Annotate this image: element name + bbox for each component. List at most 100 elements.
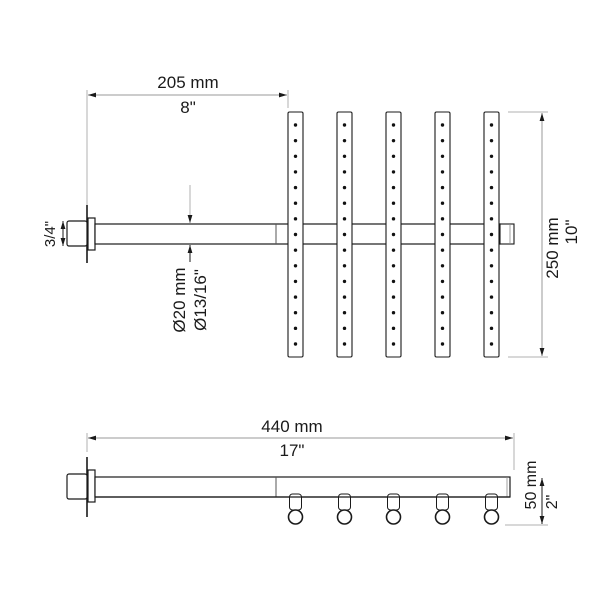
dimension-205mm: 205 mm 8"	[86, 73, 289, 210]
spray-hole	[391, 154, 396, 158]
arm-pipe-top	[94, 223, 515, 245]
dimension-50mm: 50 mm 2"	[505, 461, 561, 526]
spray-hole	[293, 154, 298, 158]
spray-hole	[293, 248, 298, 252]
spray-hole	[489, 154, 494, 158]
spray-hole	[342, 170, 347, 174]
dimension-diameter: Ø20 mm Ø13/16"	[170, 185, 210, 333]
spray-hole	[440, 248, 445, 252]
spray-hole	[440, 295, 445, 299]
spray-hole	[293, 170, 298, 174]
spray-hole	[440, 123, 445, 127]
spray-hole	[391, 279, 396, 284]
spray-hole	[489, 326, 494, 331]
spray-hole	[293, 138, 298, 143]
spray-hole	[489, 123, 494, 127]
spray-hole	[293, 201, 298, 205]
spray-bar	[483, 111, 500, 358]
spray-hole	[391, 342, 396, 346]
spray-hole	[293, 123, 298, 127]
spray-hole	[342, 295, 347, 299]
arm-pipe-side	[94, 476, 511, 498]
spray-hole	[440, 232, 445, 237]
spray-hole	[440, 154, 445, 158]
spray-hole	[391, 264, 396, 268]
spray-hole	[342, 232, 347, 237]
spray-hole	[342, 185, 347, 190]
dim-10-in-label: 10"	[562, 220, 581, 245]
side-view: 440 mm 17" 50 mm 2"	[66, 417, 561, 526]
spray-hole	[342, 342, 347, 346]
spray-hole	[391, 248, 396, 252]
spray-hole	[489, 201, 494, 205]
nozzle	[483, 493, 500, 525]
spray-hole	[440, 201, 445, 205]
spray-bars	[287, 111, 500, 358]
dim-205-mm-label: 205 mm	[157, 73, 218, 92]
dim-250-mm-label: 250 mm	[543, 217, 562, 278]
spray-hole	[342, 279, 347, 284]
spray-hole	[342, 264, 347, 268]
spray-hole	[391, 138, 396, 143]
dim-2-in-label: 2"	[544, 495, 561, 510]
spray-bar	[434, 111, 451, 358]
spray-hole	[293, 279, 298, 284]
spray-hole	[342, 326, 347, 331]
spray-hole	[440, 185, 445, 190]
spray-hole	[489, 217, 494, 221]
spray-hole	[440, 264, 445, 268]
spray-hole	[489, 279, 494, 284]
spray-hole	[293, 295, 298, 299]
nozzle	[336, 493, 353, 525]
spray-hole	[489, 264, 494, 268]
spray-hole	[440, 138, 445, 143]
wall-mount-side	[66, 457, 96, 517]
spray-hole	[293, 232, 298, 237]
spray-hole	[342, 311, 347, 315]
dim-3-4-in-label: 3/4"	[42, 221, 59, 247]
spray-hole	[293, 311, 298, 315]
dim-440-mm-label: 440 mm	[261, 417, 322, 436]
spray-hole	[489, 311, 494, 315]
top-view: 205 mm 8" 3/4"	[42, 73, 581, 358]
spray-bar	[287, 111, 304, 358]
spray-hole	[391, 295, 396, 299]
dimension-440mm: 440 mm 17"	[86, 417, 515, 470]
spray-hole	[391, 123, 396, 127]
spray-hole	[391, 232, 396, 237]
dimension-3-4-in: 3/4"	[42, 221, 66, 247]
spray-hole	[342, 138, 347, 143]
spray-hole	[489, 170, 494, 174]
spray-hole	[342, 154, 347, 158]
spray-hole	[391, 311, 396, 315]
spray-hole	[293, 264, 298, 268]
spray-hole	[489, 295, 494, 299]
spray-hole	[391, 217, 396, 221]
spray-hole	[342, 248, 347, 252]
spray-hole	[293, 342, 298, 346]
spray-hole	[391, 170, 396, 174]
wall-mount-top	[66, 205, 96, 263]
spray-hole	[342, 217, 347, 221]
nozzle	[385, 493, 402, 525]
dimension-250mm: 250 mm 10"	[508, 111, 581, 358]
spray-hole	[293, 326, 298, 331]
nozzles	[95, 493, 510, 525]
spray-hole	[489, 342, 494, 346]
nozzle	[434, 493, 451, 525]
dim-17-in-label: 17"	[280, 441, 305, 460]
spray-bar	[385, 111, 402, 358]
dim-8-in-label: 8"	[180, 98, 196, 117]
spray-hole	[440, 217, 445, 221]
spray-hole	[391, 326, 396, 331]
spray-hole	[342, 123, 347, 127]
spray-hole	[293, 217, 298, 221]
spray-bar	[336, 111, 353, 358]
spray-hole	[391, 201, 396, 205]
nozzle	[287, 493, 304, 525]
dim-13-16-in-label: Ø13/16"	[191, 269, 210, 331]
spray-hole	[440, 311, 445, 315]
dim-20-mm-label: Ø20 mm	[170, 267, 189, 332]
